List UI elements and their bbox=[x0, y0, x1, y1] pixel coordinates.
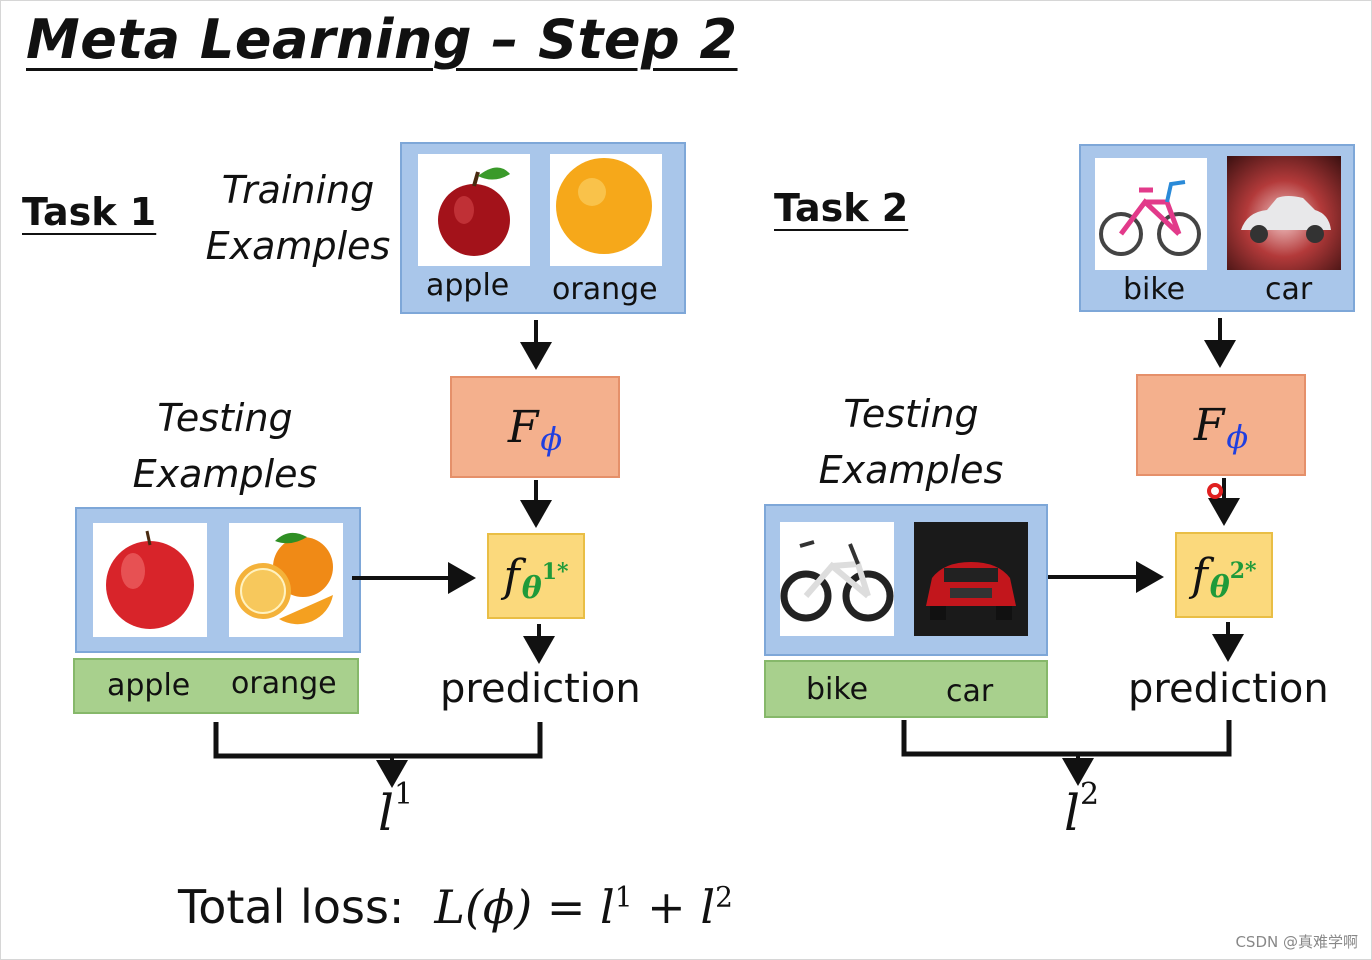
task2-train-label-bike: bike bbox=[1123, 272, 1186, 307]
car-image bbox=[1227, 156, 1341, 270]
apple-icon bbox=[106, 530, 194, 629]
orange-icon bbox=[235, 532, 333, 625]
task1-test-label-apple: apple bbox=[107, 668, 191, 703]
task2-loss: l2 bbox=[1064, 777, 1100, 842]
task1-test-label-orange: orange bbox=[231, 666, 337, 701]
apple-test-image bbox=[93, 523, 207, 637]
task2-test-label-bike: bike bbox=[806, 672, 869, 707]
cursor-dot-icon bbox=[1207, 483, 1223, 499]
bracket-loss-2 bbox=[901, 720, 1232, 757]
orange-test-image bbox=[229, 523, 343, 637]
bike-image bbox=[1095, 158, 1207, 270]
car-icon bbox=[926, 562, 1016, 620]
task2-train-label-car: car bbox=[1265, 272, 1313, 307]
task2-label: Task 2 bbox=[774, 186, 909, 230]
task2-testing-labels: bike car bbox=[764, 660, 1048, 718]
watermark: CSDN @真难学啊 bbox=[1235, 933, 1358, 951]
bike-test-image bbox=[780, 522, 894, 636]
task2-testing-caption: Testing Examples bbox=[818, 392, 1004, 492]
task1-training-caption: Training Examples bbox=[205, 168, 391, 268]
task2-test-label-car: car bbox=[946, 674, 994, 709]
task2-prediction: prediction bbox=[1128, 666, 1329, 712]
total-loss-label: Total loss: bbox=[178, 880, 405, 934]
task1-label: Task 1 bbox=[22, 190, 157, 234]
task1-testing-caption: Testing Examples bbox=[132, 396, 318, 496]
slide-title: Meta Learning – Step 2 bbox=[26, 8, 738, 71]
car-test-image bbox=[914, 522, 1028, 636]
task1-testing-set bbox=[75, 507, 361, 653]
task1-training-set: apple orange bbox=[400, 142, 686, 314]
bracket-loss-1 bbox=[213, 722, 543, 759]
total-loss-formula: L(ϕ) = l1 + l2 bbox=[434, 880, 733, 934]
car-icon bbox=[1241, 196, 1331, 243]
task1-train-label-apple: apple bbox=[426, 268, 510, 303]
apple-image bbox=[418, 154, 530, 266]
task1-testing-labels: apple orange bbox=[73, 658, 359, 714]
bike-icon bbox=[780, 540, 894, 622]
orange-image bbox=[550, 154, 662, 266]
task1-train-label-orange: orange bbox=[552, 272, 658, 307]
orange-icon bbox=[556, 158, 652, 254]
task2-training-set: bike car bbox=[1079, 144, 1355, 312]
bike-icon bbox=[1099, 180, 1201, 256]
task2-testing-set bbox=[764, 504, 1048, 656]
task1-prediction: prediction bbox=[440, 666, 641, 712]
apple-icon bbox=[438, 167, 510, 256]
total-loss-equation: Total loss: L(ϕ) = l1 + l2 bbox=[178, 880, 733, 934]
